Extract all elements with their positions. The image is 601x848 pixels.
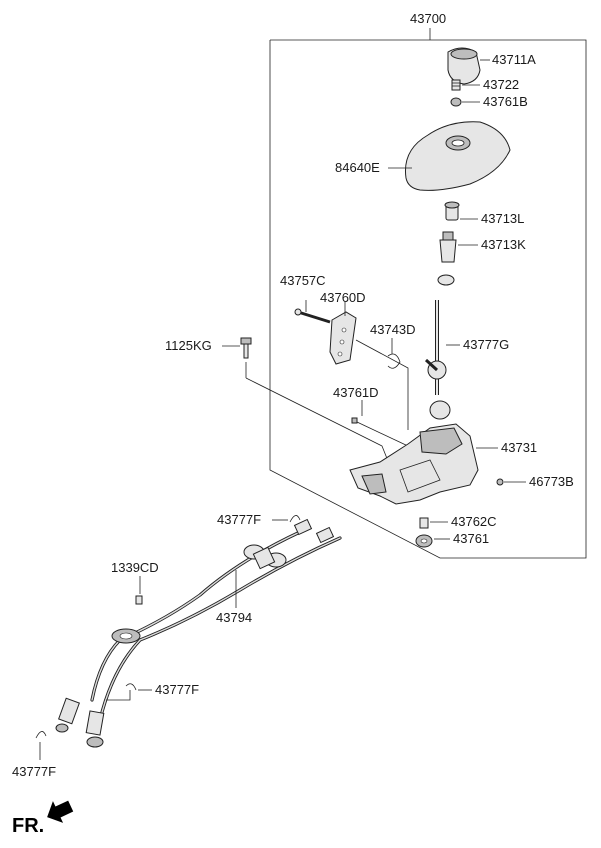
label-clip-f1: 43777F — [217, 512, 261, 527]
grommet-clip-part — [135, 576, 143, 605]
nut-d-part — [351, 400, 409, 447]
label-collar: 43762C — [451, 514, 497, 529]
lever-part — [424, 300, 460, 420]
label-nut: 43761 — [453, 531, 489, 546]
label-bracket: 43760D — [320, 290, 366, 305]
label-bolt: 1125KG — [165, 338, 212, 353]
label-bushing-k: 43713K — [481, 237, 526, 252]
label-screw: 46773B — [529, 474, 574, 489]
label-clip-f2: 43777F — [155, 682, 199, 697]
label-assembly: 43700 — [410, 11, 446, 26]
label-bushing-l: 43713L — [481, 211, 524, 226]
clip-f2-part — [106, 683, 152, 701]
bracket-part — [329, 302, 357, 365]
nut-part — [415, 534, 450, 548]
leader-bracket — [355, 339, 409, 430]
boot-part — [388, 121, 511, 191]
label-pin: 43757C — [280, 273, 326, 288]
clip-f3-part — [35, 731, 47, 760]
label-nut-d: 43761D — [333, 385, 379, 400]
label-nut-top: 43761B — [483, 94, 528, 109]
pin-part — [294, 300, 331, 324]
label-boot: 84640E — [335, 160, 380, 175]
label-grommet-clip: 1339CD — [111, 560, 159, 575]
label-cable: 43794 — [216, 610, 252, 625]
bushing-l-part — [444, 201, 478, 221]
label-knob: 43711A — [492, 52, 536, 67]
front-arrow-icon — [47, 800, 74, 823]
top-nut-part — [450, 97, 480, 107]
bolt-part — [222, 337, 391, 467]
screw-part — [496, 478, 526, 486]
spring-clip-part — [387, 338, 401, 369]
label-clip-f3: 43777F — [12, 764, 56, 779]
housing-part — [349, 423, 498, 505]
assembly-boundary — [269, 28, 587, 559]
shift-knob-part — [447, 47, 490, 85]
label-lever: 43777G — [463, 337, 509, 352]
label-housing: 43731 — [501, 440, 537, 455]
label-front: FR. — [12, 815, 44, 837]
label-spring-clip: 43743D — [370, 322, 416, 337]
label-spring: 43722 — [483, 77, 519, 92]
bushing-k-part — [437, 231, 478, 286]
collar-part — [419, 517, 448, 529]
clip-f1-part — [272, 515, 301, 523]
cable-assembly-part — [55, 518, 342, 748]
spring-part — [451, 79, 480, 91]
